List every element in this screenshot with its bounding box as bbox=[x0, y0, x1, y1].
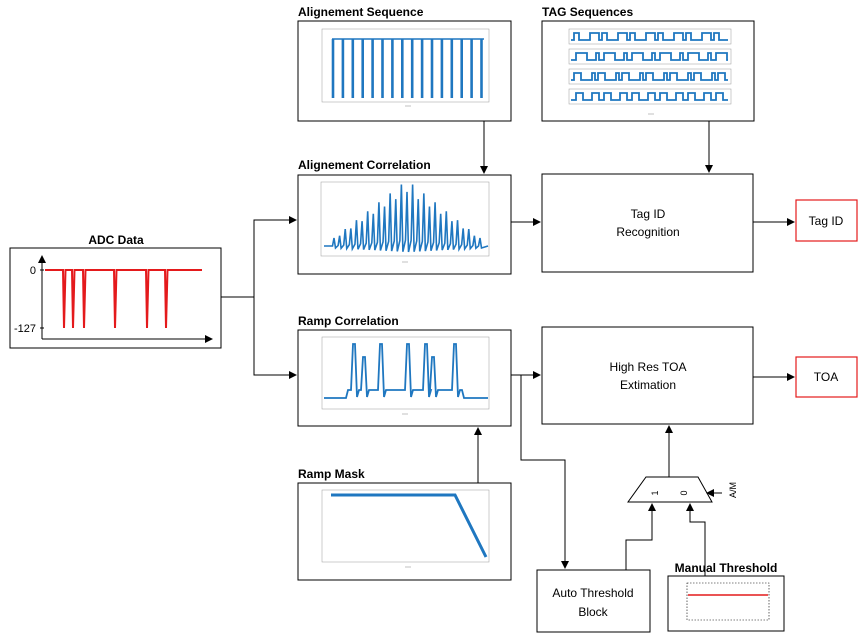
toa-output: TOA bbox=[795, 356, 858, 398]
alignment-sequence-bars bbox=[331, 38, 484, 98]
mux-input-1-label: 1 bbox=[650, 490, 660, 495]
alignment-sequence-panel: Alignement Sequence bbox=[297, 5, 512, 122]
threshold-multiplexer: 1 0 A/M bbox=[627, 476, 738, 503]
adc-to-ramp-correlation bbox=[253, 297, 297, 379]
ramp-mask-trace bbox=[331, 493, 488, 558]
ramp-correlation-to-auto-threshold bbox=[520, 375, 569, 569]
toa-output-label: TOA bbox=[814, 370, 838, 384]
ramp-correlation-trace bbox=[324, 343, 488, 399]
tag-id-recognition-block: Tag ID Recognition bbox=[541, 173, 754, 273]
high-res-toa-label-1: High Res TOA bbox=[610, 360, 687, 374]
auto-threshold-to-mux bbox=[625, 503, 656, 570]
tag-id-recognition-label-1: Tag ID bbox=[631, 207, 666, 221]
tag-id-output-label: Tag ID bbox=[809, 214, 844, 228]
adc-data-title: ADC Data bbox=[88, 233, 144, 247]
ramp-mask-frame bbox=[297, 482, 512, 581]
high-res-toa-label-2: Extimation bbox=[620, 378, 676, 392]
ramp-correlation-panel: Ramp Correlation bbox=[297, 314, 512, 427]
tag-sequences-title: TAG Sequences bbox=[542, 5, 633, 19]
tag-sequences-panel: TAG Sequences bbox=[541, 5, 755, 122]
alignment-sequence-frame bbox=[297, 20, 512, 122]
connections bbox=[221, 121, 795, 576]
ramp-mask-panel: Ramp Mask bbox=[297, 467, 512, 581]
alignment-correlation-frame bbox=[297, 174, 512, 275]
manual-threshold-to-mux bbox=[686, 503, 706, 576]
adc-signal-trace bbox=[45, 269, 202, 329]
auto-threshold-label-1: Auto Threshold bbox=[552, 586, 633, 600]
ramp-mask-title: Ramp Mask bbox=[298, 467, 365, 481]
adc-tick-zero: 0 bbox=[30, 265, 36, 277]
mux-input-0-label: 0 bbox=[679, 490, 689, 495]
ramp-correlation-frame bbox=[297, 329, 512, 427]
ramp-correlation-title: Ramp Correlation bbox=[298, 314, 399, 328]
manual-threshold-frame bbox=[667, 575, 785, 632]
adc-tick-min: -127 bbox=[14, 323, 36, 335]
alignment-correlation-trace bbox=[324, 184, 489, 253]
adc-to-alignment-correlation bbox=[221, 216, 297, 298]
adc-data-panel: ADC Data 0 -127 bbox=[9, 233, 222, 349]
tag-id-output: Tag ID bbox=[795, 199, 858, 242]
auto-threshold-label-2: Block bbox=[578, 605, 608, 619]
mux-select-label: A/M bbox=[728, 482, 738, 498]
alignment-correlation-title: Alignement Correlation bbox=[298, 158, 431, 172]
alignment-sequence-title: Alignement Sequence bbox=[298, 5, 424, 19]
tag-sequences-waveforms bbox=[568, 28, 732, 105]
manual-threshold-panel: Manual Threshold bbox=[667, 561, 785, 632]
manual-threshold-title: Manual Threshold bbox=[675, 561, 778, 575]
auto-threshold-block: Auto Threshold Block bbox=[536, 569, 651, 633]
tag-id-recognition-label-2: Recognition bbox=[616, 225, 679, 239]
alignment-correlation-panel: Alignement Correlation bbox=[297, 158, 512, 275]
high-res-toa-block: High Res TOA Extimation bbox=[541, 326, 754, 425]
